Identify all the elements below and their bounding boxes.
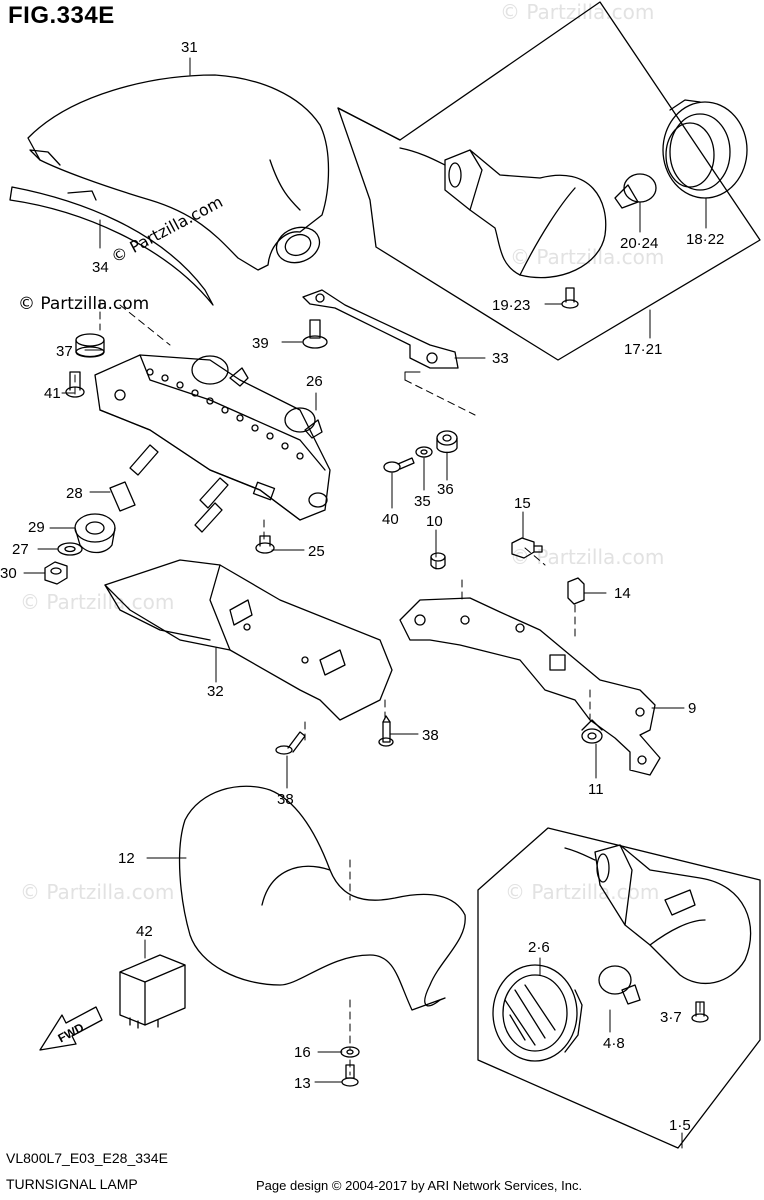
callout-3-7: 3·7 <box>660 1009 682 1026</box>
part-31-cover <box>27 74 330 271</box>
callout-34: 34 <box>92 259 109 276</box>
part-33-bracket <box>302 289 459 369</box>
callout-35: 35 <box>414 493 431 510</box>
part-42-relay <box>119 954 186 1029</box>
callout-4-8: 4·8 <box>603 1035 625 1052</box>
part-12-cover <box>178 785 466 1011</box>
lamp-box-lower <box>477 827 761 1149</box>
callout-38-upper: 38 <box>422 727 439 744</box>
part-38-pin-lower <box>275 731 306 755</box>
lamp-box-upper <box>337 1 761 361</box>
callout-39: 39 <box>252 335 269 352</box>
part-41-bolt <box>65 371 85 398</box>
watermark: © Partzilla.com <box>500 0 655 24</box>
part-40-screw <box>383 457 415 473</box>
stud-bolts <box>129 444 229 533</box>
figure-title: FIG.334E <box>8 2 115 29</box>
part-18-lens <box>662 99 748 199</box>
callout-16: 16 <box>294 1044 311 1061</box>
callout-9: 9 <box>688 700 696 717</box>
callout-14: 14 <box>614 585 631 602</box>
callout-26: 26 <box>306 373 323 390</box>
part-30-nut <box>44 561 68 585</box>
part-39-bolt <box>302 319 328 349</box>
part-15-nut <box>511 537 543 559</box>
part-9-bracket <box>399 597 661 776</box>
callout-30: 30 <box>0 565 17 582</box>
part-17-lamp-housing <box>399 147 607 279</box>
callout-28: 28 <box>66 485 83 502</box>
part-38-pin-upper <box>378 715 394 747</box>
part-1-lamp-housing <box>564 844 752 985</box>
callout-20-24: 20·24 <box>620 235 658 252</box>
callout-29: 29 <box>28 519 45 536</box>
watermark: © Partzilla.com <box>505 880 660 904</box>
model-code: VL800L7_E03_E28_334E <box>6 1150 168 1166</box>
callout-2-6: 2·6 <box>528 939 550 956</box>
callout-31: 31 <box>181 39 198 56</box>
part-27-washer <box>57 542 83 556</box>
callout-36: 36 <box>437 481 454 498</box>
callout-27: 27 <box>12 541 29 558</box>
callout-18-22: 18·22 <box>686 231 724 248</box>
fwd-arrow <box>39 1006 103 1051</box>
part-14-nut <box>567 577 585 605</box>
watermark: © Partzilla.com <box>510 245 665 269</box>
callout-12: 12 <box>118 850 135 867</box>
callout-25: 25 <box>308 543 325 560</box>
part-10-nut <box>430 552 446 570</box>
figure-name: TURNSIGNAL LAMP <box>6 1176 138 1192</box>
callout-19-23: 19·23 <box>492 297 530 314</box>
callout-15: 15 <box>514 495 531 512</box>
part-19-screw <box>561 287 579 309</box>
callout-42: 42 <box>136 923 153 940</box>
part-37-grommet <box>75 333 105 358</box>
callout-32: 32 <box>207 683 224 700</box>
watermark: © Partzilla.com <box>20 590 175 614</box>
part-32-bracket <box>104 559 393 721</box>
callout-13: 13 <box>294 1075 311 1092</box>
part-35-washer <box>415 446 433 458</box>
part-28-collar <box>109 481 136 512</box>
page-credit: Page design © 2004-2017 by ARI Network S… <box>256 1178 583 1193</box>
callout-10: 10 <box>426 513 443 530</box>
part-4-bulb <box>598 965 641 1005</box>
part-11-nut <box>581 719 603 744</box>
part-2-lens <box>492 964 583 1062</box>
callout-38-lower: 38 <box>277 791 294 808</box>
watermark: © Partzilla.com <box>20 880 175 904</box>
callout-33: 33 <box>492 350 509 367</box>
part-25-bolt <box>255 535 275 554</box>
part-36-collar <box>436 430 458 454</box>
callout-37: 37 <box>56 343 73 360</box>
callout-17-21: 17·21 <box>624 341 662 358</box>
part-20-bulb <box>614 173 657 209</box>
callout-41: 41 <box>44 385 61 402</box>
callout-40: 40 <box>382 511 399 528</box>
part-34-strip <box>9 186 214 306</box>
callout-1-5: 1·5 <box>669 1117 691 1134</box>
callout-11: 11 <box>588 781 604 798</box>
part-26-bracket <box>94 354 331 521</box>
watermark-primary: © Partzilla.com <box>18 294 150 314</box>
